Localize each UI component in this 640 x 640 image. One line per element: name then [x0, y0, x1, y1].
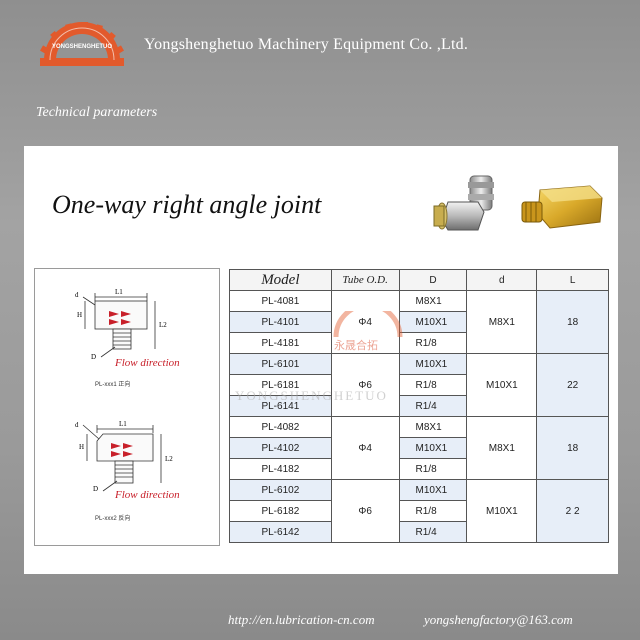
- D-cell: R1/8: [398, 332, 468, 354]
- tube-cell: Φ4: [330, 290, 400, 354]
- company-name: Yongshenghetuo Machinery Equipment Co. ,…: [144, 36, 469, 53]
- tube-cell: Φ6: [330, 353, 400, 417]
- table-row: PL-4101 M10X1: [229, 311, 609, 333]
- dimension-diagrams: d L1 H L2 D Flow direction PL-xxx1 正向 d …: [34, 268, 220, 546]
- model-cell: PL-4081: [229, 290, 332, 312]
- table-row: PL-4081 Φ4 M8X1 M8X1 18: [229, 290, 609, 354]
- D-cell: M10X1: [398, 311, 468, 333]
- header-L: L: [536, 269, 609, 291]
- svg-text:YONGSHENGHETUO: YONGSHENGHETUO: [52, 44, 112, 50]
- company-logo: YONGSHENGHETUO: [38, 22, 126, 68]
- diagram-caption: PL-xxx1 正向: [95, 382, 131, 388]
- spec-table: Model Tube O.D. D d L PL-4081 Φ4 M8X1 M8…: [229, 269, 609, 543]
- L-cell: 2 2: [536, 479, 609, 543]
- dim-label-L1: L1: [115, 288, 123, 296]
- L-cell: 22: [536, 353, 609, 417]
- dim-label-H: H: [79, 443, 85, 451]
- table-row: PL-4102 M10X1: [229, 437, 609, 459]
- section-label: Technical parameters: [36, 105, 158, 120]
- table-row: PL-4082 Φ4 M8X1 M8X1 18: [229, 416, 609, 480]
- product-image-silver-joint: [430, 172, 514, 249]
- model-cell: PL-6102: [229, 479, 332, 501]
- dim-label-d: d: [75, 291, 79, 299]
- table-row: PL-6101 Φ6 M10X1 M10X1 22: [229, 353, 609, 417]
- L-cell: 18: [536, 290, 609, 354]
- L-cell: 18: [536, 416, 609, 480]
- dim-label-D: D: [93, 485, 99, 493]
- tube-cell: Φ4: [330, 416, 400, 480]
- table-row: PL-6181 R1/8: [229, 374, 609, 396]
- model-cell: PL-4181: [229, 332, 332, 354]
- D-cell: M10X1: [398, 353, 468, 375]
- table-row: PL-4181 R1/8: [229, 332, 609, 354]
- tube-cell: Φ6: [330, 479, 400, 543]
- D-cell: R1/8: [398, 374, 468, 396]
- dim-label-d: d: [75, 421, 79, 429]
- table-row: PL-6142 R1/4: [229, 521, 609, 543]
- diagram-forward-flow: [82, 293, 162, 492]
- d-cell: M10X1: [466, 353, 538, 417]
- D-cell: R1/8: [398, 500, 468, 522]
- d-cell: M8X1: [466, 290, 538, 354]
- model-cell: PL-6182: [229, 500, 332, 522]
- model-cell: PL-6101: [229, 353, 332, 375]
- model-cell: PL-6181: [229, 374, 332, 396]
- D-cell: M10X1: [398, 437, 468, 459]
- dim-label-L1: L1: [119, 420, 127, 428]
- dim-label-L2: L2: [159, 321, 167, 329]
- model-cell: PL-6141: [229, 395, 332, 417]
- header-tube-od: Tube O.D.: [330, 269, 400, 291]
- diagram-caption: PL-xxx2 反向: [95, 516, 131, 522]
- d-cell: M10X1: [466, 479, 538, 543]
- dim-label-L2: L2: [165, 455, 173, 463]
- D-cell: R1/4: [398, 395, 468, 417]
- D-cell: R1/4: [398, 521, 468, 543]
- D-cell: M10X1: [398, 479, 468, 501]
- product-image-brass-joint: [518, 180, 606, 249]
- footer-email[interactable]: yongshengfactory@163.com: [424, 612, 573, 627]
- header-D: D: [398, 269, 468, 291]
- header-d: d: [466, 269, 538, 291]
- model-cell: PL-4082: [229, 416, 332, 438]
- model-cell: PL-4102: [229, 437, 332, 459]
- table-row: PL-6102 Φ6 M10X1 M10X1 2 2: [229, 479, 609, 543]
- model-cell: PL-4182: [229, 458, 332, 480]
- table-header-row: Model Tube O.D. D d L: [229, 269, 609, 291]
- header-model: Model: [229, 269, 332, 291]
- footer-url[interactable]: http://en.lubrication-cn.com: [228, 612, 375, 627]
- dim-label-D: D: [91, 353, 97, 361]
- model-cell: PL-4101: [229, 311, 332, 333]
- D-cell: M8X1: [398, 290, 468, 312]
- model-cell: PL-6142: [229, 521, 332, 543]
- flow-direction-label: Flow direction: [115, 489, 180, 501]
- dim-label-H: H: [77, 311, 83, 319]
- flow-direction-label: Flow direction: [115, 357, 180, 369]
- D-cell: M8X1: [398, 416, 468, 438]
- table-row: PL-6141 R1/4: [229, 395, 609, 417]
- page-title: One-way right angle joint: [52, 190, 322, 219]
- D-cell: R1/8: [398, 458, 468, 480]
- d-cell: M8X1: [466, 416, 538, 480]
